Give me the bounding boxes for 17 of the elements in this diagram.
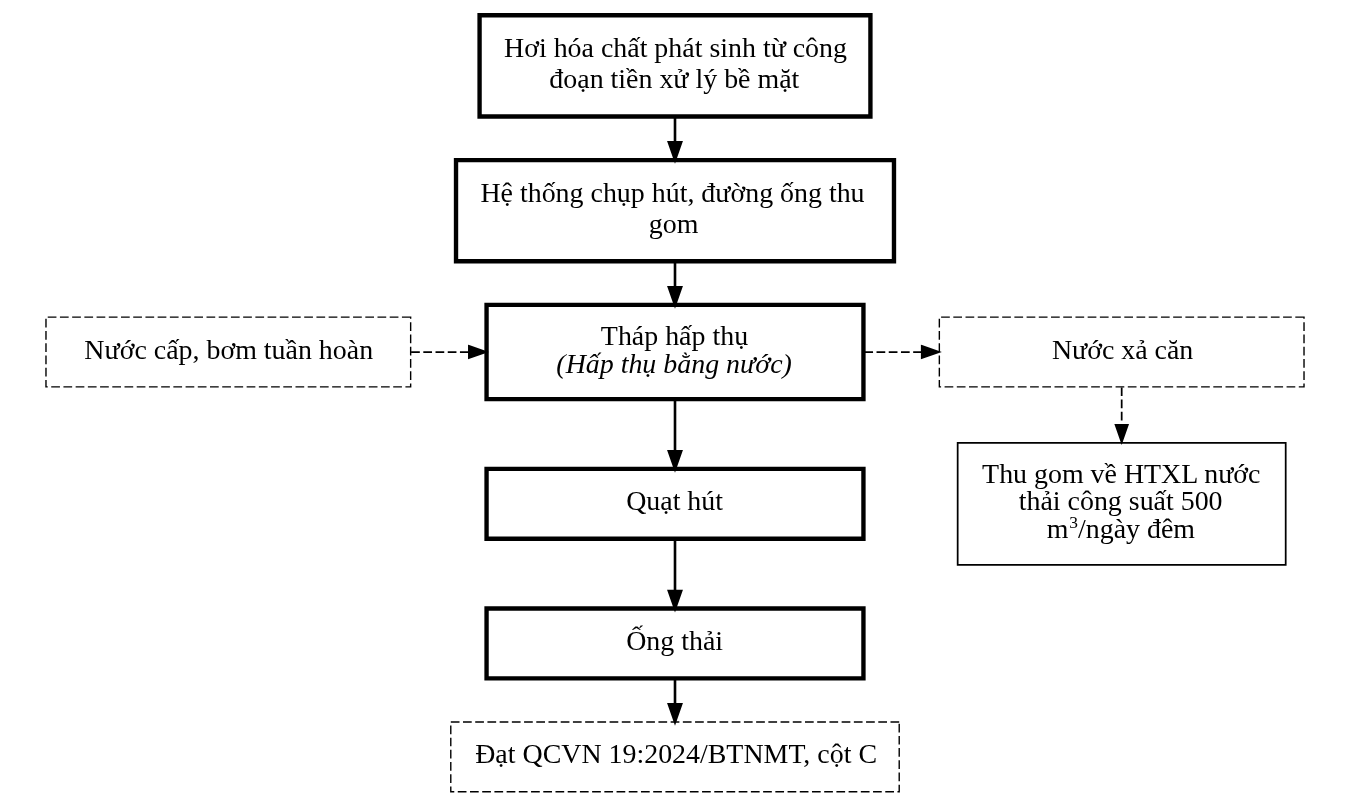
arrow [666, 539, 683, 613]
node-box: Tháp hấp thụ (Hấp thụ bằng nước) [483, 302, 866, 402]
node-box: Đạt QCVN 19:2024/BTNMT, cột C [449, 721, 900, 793]
arrow [1113, 386, 1129, 445]
arrow [666, 678, 683, 726]
arrow [862, 344, 942, 360]
arrow [666, 117, 683, 164]
arrow [666, 399, 683, 473]
node-box: Thu gom về HTXL nước thải công suất 500 m$^{3}$/ngày đêm [956, 441, 1287, 566]
node-box: Quạt hút [483, 466, 866, 541]
arrow [409, 344, 489, 360]
arrow [666, 261, 683, 309]
node-box: Nước xả căn [938, 316, 1305, 388]
node-box: Nước cấp, bơm tuần hoàn [44, 316, 411, 388]
node-box: Hơi hóa chất phát sinh từ công đoạn tiền xử lý bề mặt [476, 13, 873, 119]
node-box: Ống thải [483, 606, 866, 681]
node-box: Hệ thống chụp hút, đường ống thu gom [453, 157, 896, 264]
